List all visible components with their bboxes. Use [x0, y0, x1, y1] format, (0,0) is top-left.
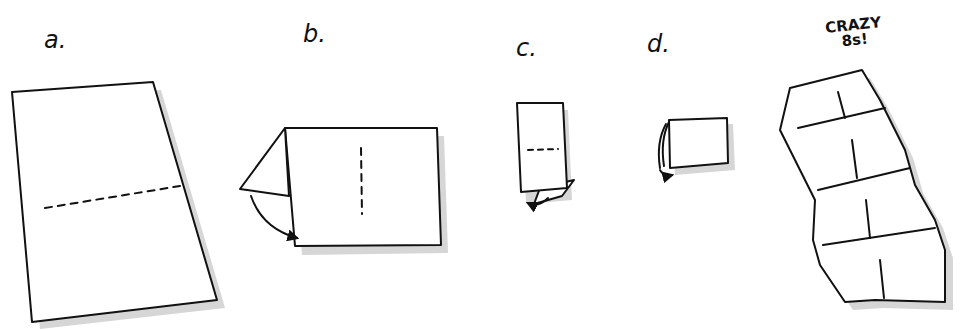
step-letter: c.	[516, 36, 537, 60]
fold-arrow	[528, 198, 548, 205]
method-name: CRAZY 8s!	[825, 15, 884, 51]
crease-line	[880, 260, 884, 298]
paper-layer	[659, 124, 666, 168]
fold-line	[528, 149, 558, 150]
step-letter: a.	[44, 28, 66, 52]
paper-sheet	[12, 82, 217, 322]
paper-sheet	[517, 103, 567, 192]
paper-sheet	[285, 128, 441, 246]
crease-line	[838, 92, 845, 118]
fold-line	[361, 148, 362, 214]
fold-arrow	[251, 196, 297, 238]
paper-flap	[240, 128, 289, 196]
paper-sheet	[669, 118, 728, 168]
crease-line	[818, 168, 910, 190]
crease-line	[866, 200, 870, 238]
fold-line	[45, 186, 180, 208]
crease-line	[852, 140, 857, 178]
crease-line	[823, 228, 935, 245]
step-letter: d.	[647, 32, 670, 56]
fold-arrow	[660, 170, 672, 175]
step-letter: b.	[303, 22, 326, 46]
unfolded-sheet	[780, 70, 945, 302]
crease-line	[798, 108, 885, 128]
